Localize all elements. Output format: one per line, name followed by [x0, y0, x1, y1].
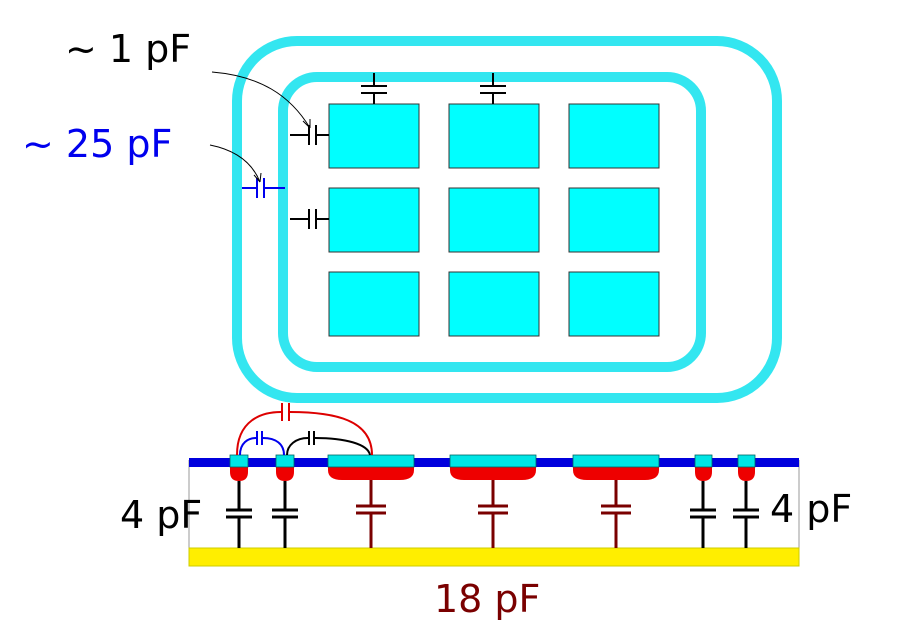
- backplane-capacitors: [356, 480, 631, 548]
- coupling-capacitor-black: [286, 431, 371, 456]
- label-edge-capacitance-right: 4 pF: [770, 487, 852, 531]
- pixel-pad: [568, 187, 660, 253]
- label-backplane-capacitance: 18 pF: [434, 577, 540, 621]
- coupling-capacitor-red: [236, 403, 373, 456]
- guard-implant: [276, 463, 294, 481]
- pixel-pad: [328, 187, 420, 253]
- interpad-capacitor-top-2: [480, 73, 506, 104]
- pointer-arrow-1pf: [211, 71, 311, 129]
- pointer-arrow-25pf: [209, 144, 261, 183]
- interpad-capacitor-top-1: [361, 73, 387, 104]
- edge-capacitor-left: [226, 481, 298, 548]
- pixel-pad: [328, 103, 420, 169]
- cross-section-view: 4 pF 4 pF 18 pF: [120, 403, 852, 621]
- label-pad-to-ring-capacitance: ~ 25 pF: [22, 122, 172, 166]
- edge-capacitor-right: [690, 481, 759, 548]
- interpad-capacitor-left-1: [290, 125, 329, 145]
- label-pad-to-pad-capacitance: ~ 1 pF: [65, 27, 191, 71]
- top-view: ~ 1 pF ~ 25 pF: [22, 27, 782, 403]
- coupling-capacitor-blue: [239, 431, 285, 456]
- pixel-pad: [448, 103, 540, 169]
- guard-implant: [230, 463, 248, 481]
- metal-contacts: [229, 454, 756, 468]
- guard-implant: [695, 463, 712, 481]
- pixel-pad: [568, 271, 660, 337]
- pixel-pad: [448, 187, 540, 253]
- pixel-pad: [328, 271, 420, 337]
- label-edge-capacitance-left: 4 pF: [120, 493, 202, 537]
- pixel-pad-grid: [328, 103, 660, 337]
- backplane: [188, 547, 800, 567]
- guard-ring-capacitor: [242, 178, 285, 198]
- guard-implant: [738, 463, 755, 481]
- interpad-capacitor-left-2: [290, 209, 329, 229]
- pixel-pad: [448, 271, 540, 337]
- pixel-pad: [568, 103, 660, 169]
- outer-guard-ring: [232, 36, 782, 403]
